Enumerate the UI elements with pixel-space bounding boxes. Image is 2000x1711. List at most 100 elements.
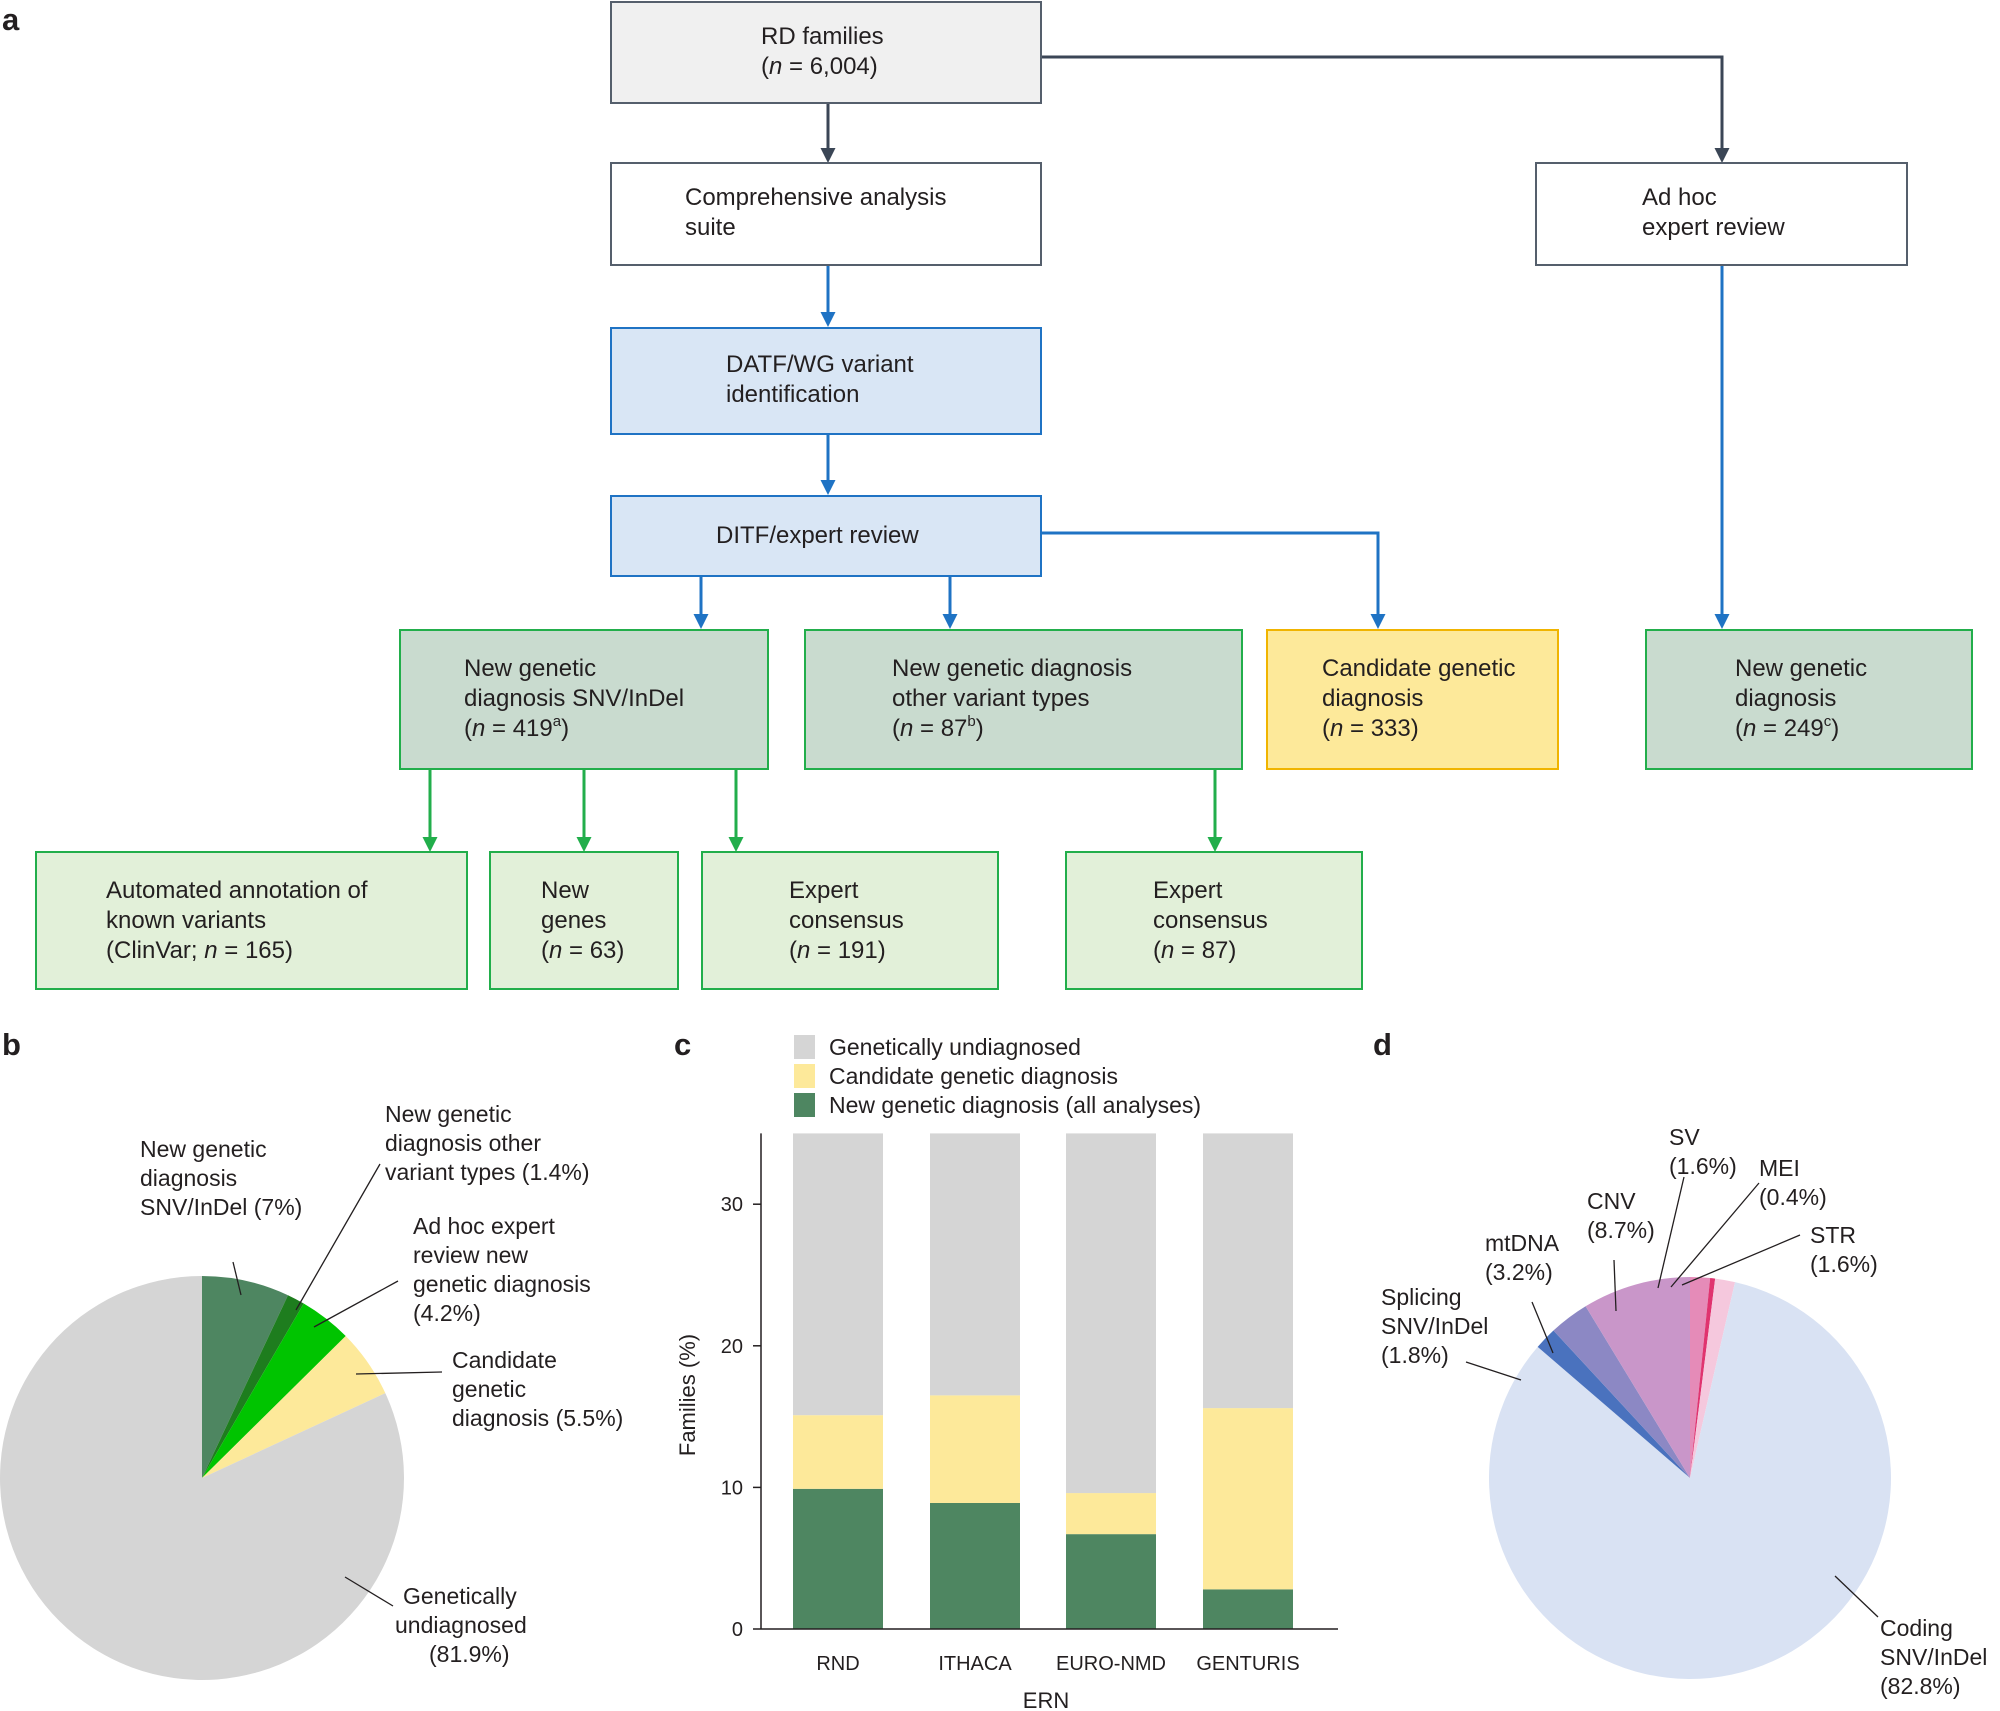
pie-d-slice-coding-snv-indel — [1488, 1282, 1891, 1680]
auto-line1: Automated annotation of — [106, 877, 368, 904]
pie-d-slice-str — [1690, 1278, 1736, 1478]
pie-d-label-mei: MEI (0.4%) — [1759, 1155, 1827, 1210]
bar-euro-nmd-series-2 — [1066, 1133, 1156, 1494]
box-ad-hoc-review: Ad hoc expert review — [1535, 162, 1908, 266]
pie-d-leaders — [1465, 1176, 1879, 1618]
y-tick-0: 0 — [732, 1619, 743, 1641]
candidate-count: (n = 333) — [1322, 715, 1419, 742]
pie-d-label-coding: Coding SNV/InDel (82.8%) — [1880, 1615, 1994, 1699]
pie-b-labels: New genetic diagnosis SNV/InDel (7%) New… — [140, 1101, 623, 1667]
adhoc-new-count: (n = 249c) — [1735, 713, 1839, 742]
panel-label-a: a — [2, 2, 20, 37]
box-candidate-diagnosis: Candidate genetic diagnosis (n = 333) — [1266, 629, 1559, 770]
y-tick-30: 30 — [721, 1194, 743, 1216]
y-axis-title: Families (%) — [675, 1334, 700, 1456]
box-new-diagnosis-other: New genetic diagnosis other variant type… — [804, 629, 1243, 770]
pie-d-slice-cnv — [1585, 1277, 1690, 1478]
expert1-count: (n = 191) — [789, 937, 886, 964]
bar-ithaca-series-1 — [930, 1395, 1020, 1503]
pie-b-slice-new-genetic-diagnosis-other-variant-types — [202, 1295, 304, 1478]
arrow-ditf-to-candidate — [1041, 531, 1386, 629]
pie-b-label-adhoc: Ad hoc expert review new genetic diagnos… — [413, 1213, 597, 1326]
box-new-genes: New genes (n = 63) — [489, 851, 679, 990]
pie-d-slice-mei — [1690, 1278, 1716, 1478]
box-adhoc-new-diagnosis: New genetic diagnosis (n = 249c) — [1645, 629, 1973, 770]
datf-line2: identification — [726, 381, 859, 408]
bar-euro-nmd-series-1 — [1066, 1493, 1156, 1535]
panel-label-d: d — [1373, 1027, 1392, 1062]
x-tick-rnd: RND — [816, 1653, 859, 1675]
auto-count: (ClinVar; n = 165) — [106, 937, 293, 964]
adhoc-new-line2: diagnosis — [1735, 685, 1836, 712]
pie-b-slice-ad-hoc-expert-review-new-genetic-diagnosis — [202, 1303, 346, 1478]
x-tick-ithaca: ITHACA — [938, 1653, 1012, 1675]
auto-line2: known variants — [106, 907, 266, 934]
candidate-line2: diagnosis — [1322, 685, 1423, 712]
pie-d-labels: SV (1.6%) MEI (0.4%) CNV (8.7%) STR (1.6… — [1381, 1124, 1994, 1699]
box-automated-annotation: Automated annotation of known variants (… — [35, 851, 468, 990]
bar-genturis-series-2 — [1203, 1133, 1293, 1409]
snv-count: (n = 419a) — [464, 713, 569, 742]
other-line1: New genetic diagnosis — [892, 655, 1132, 682]
y-tick-20: 20 — [721, 1336, 743, 1358]
pie-d-label-str: STR (1.6%) — [1810, 1222, 1878, 1277]
pie-b-label-undiagnosed: Genetically undiagnosed (81.9%) — [395, 1583, 533, 1667]
snv-line2: diagnosis SNV/InDel — [464, 685, 684, 712]
legend-swatch-1 — [794, 1064, 815, 1088]
pie-chart-b — [0, 1276, 404, 1680]
pie-chart-d — [1488, 1277, 1891, 1680]
bar-rnd-series-1 — [793, 1415, 883, 1489]
bar-genturis-series-1 — [1203, 1408, 1293, 1590]
bar-ithaca-series-0 — [930, 1502, 1020, 1629]
pie-d-slice-mtdna — [1553, 1306, 1690, 1478]
box-new-diagnosis-snv: New genetic diagnosis SNV/InDel (n = 419… — [399, 629, 769, 770]
adhoc-new-line1: New genetic — [1735, 655, 1867, 682]
x-tick-euro-nmd: EURO-NMD — [1056, 1653, 1166, 1675]
pie-b-label-other: New genetic diagnosis other variant type… — [385, 1101, 590, 1185]
genes-line1: New — [541, 877, 590, 904]
pie-d-label-mtdna: mtDNA (3.2%) — [1485, 1230, 1564, 1285]
box-expert-consensus-snv: Expert consensus (n = 191) — [701, 851, 999, 990]
legend-label-2: New genetic diagnosis (all analyses) — [829, 1092, 1201, 1118]
rd-families-count: (n = 6,004) — [761, 53, 878, 80]
pie-d-slice-splicing-snv-indel — [1537, 1330, 1690, 1478]
comprehensive-line1: Comprehensive analysis — [685, 184, 946, 211]
expert2-line1: Expert — [1153, 877, 1223, 904]
pie-d-label-splicing: Splicing SNV/InDel (1.8%) — [1381, 1284, 1495, 1368]
bar-ithaca-series-2 — [930, 1133, 1020, 1396]
panel-label-b: b — [2, 1027, 21, 1062]
pie-d-slice-sv — [1690, 1277, 1711, 1478]
legend-label-0: Genetically undiagnosed — [829, 1034, 1081, 1060]
bar-genturis-series-0 — [1203, 1589, 1293, 1629]
genes-count: (n = 63) — [541, 937, 624, 964]
arrow-rd-to-adhoc — [1041, 55, 1730, 163]
pie-b-slice-genetically-undiagnosed — [0, 1276, 404, 1680]
pie-b-leaders — [232, 1163, 443, 1607]
genes-line2: genes — [541, 907, 606, 934]
pie-d-label-cnv: CNV (8.7%) — [1587, 1188, 1655, 1243]
bar-rnd-series-0 — [793, 1488, 883, 1629]
other-line2: other variant types — [892, 685, 1089, 712]
pie-d-label-sv: SV (1.6%) — [1669, 1124, 1737, 1179]
expert1-line2: consensus — [789, 907, 904, 934]
pie-b-label-candidate: Candidate genetic diagnosis (5.5%) — [452, 1347, 623, 1431]
panel-label-c: c — [674, 1027, 691, 1062]
pie-b-slice-candidate-genetic-diagnosis — [202, 1336, 386, 1478]
ditf-line1: DITF/expert review — [716, 522, 919, 549]
bar-rnd-series-2 — [793, 1133, 883, 1416]
flow-arrows — [422, 55, 1730, 852]
ad-hoc-line1: Ad hoc — [1642, 184, 1717, 211]
comprehensive-line2: suite — [685, 214, 736, 241]
legend-swatch-2 — [794, 1093, 815, 1117]
box-expert-consensus-other: Expert consensus (n = 87) — [1065, 851, 1363, 990]
pie-b-slice-new-genetic-diagnosis-snv-indel — [202, 1276, 289, 1478]
snv-line1: New genetic — [464, 655, 596, 682]
x-axis-title: ERN — [1023, 1688, 1069, 1711]
candidate-line1: Candidate genetic — [1322, 655, 1515, 682]
datf-line1: DATF/WG variant — [726, 351, 914, 378]
bar-euro-nmd-series-0 — [1066, 1534, 1156, 1629]
box-ditf-review: DITF/expert review — [610, 495, 1042, 577]
rd-families-title: RD families — [761, 23, 884, 50]
